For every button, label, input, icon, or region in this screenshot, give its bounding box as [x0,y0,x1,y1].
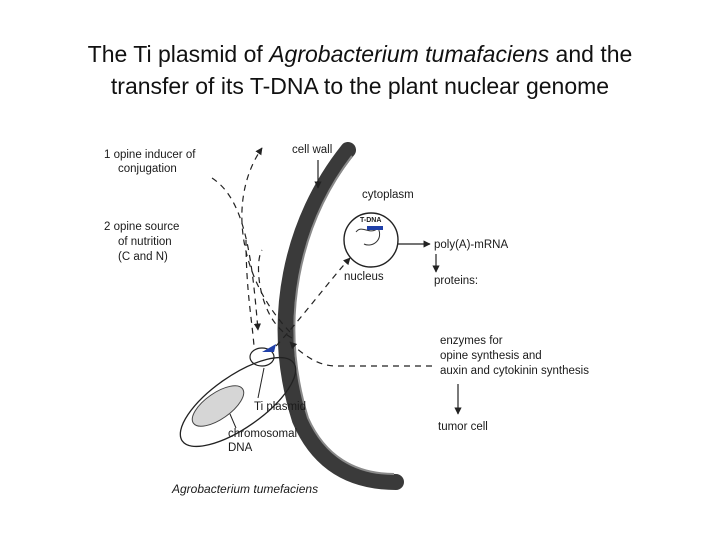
arrow-opine-nutrition [257,249,293,339]
label-tumor-cell: tumor cell [438,421,488,433]
slide-title: The Ti plasmid of Agrobacterium tumafaci… [20,38,700,102]
label-opine-source-3: (C and N) [118,251,168,263]
label-enzymes-2: opine synthesis and [440,350,542,362]
tdna-label: T-DNA [360,217,381,224]
label-opine-inducer-1: 1 opine inducer of [104,149,196,161]
label-proteins: proteins: [434,275,478,287]
title-species: Agrobacterium tumafaciens [269,41,550,67]
cell-wall-inner-line [293,155,395,475]
pointer-chromosomal-dna [229,413,237,429]
arrow-tdna-to-nucleus [275,257,351,347]
label-cell-wall: cell wall [292,144,332,156]
ti-plasmid-circle [249,347,275,367]
label-ti-plasmid: Ti plasmid [254,401,306,413]
title-line1-after: and the [549,41,633,67]
label-opine-source-1: 2 opine source [104,221,179,233]
label-chromosomal-dna-1: chromosomal [228,428,297,440]
label-mrna: poly(A)-mRNA [434,239,508,251]
cell-wall-band [277,142,404,490]
arrow-enzymes-to-bacterium [289,341,432,367]
tdna-insert-mark [367,226,383,230]
chromosomal-dna [191,385,245,427]
label-nucleus: nucleus [344,271,384,283]
arrow-opine-inducer [241,147,291,333]
label-bacterium: Agrobacterium tumefaciens [171,482,318,496]
label-opine-source-2: of nutrition [118,236,172,248]
tdna-transfer-mark [262,344,276,352]
bacterium-cell [179,356,297,448]
pointer-ti-plasmid [257,367,265,399]
nucleus-circle [343,212,399,268]
arrow-nutrition-down [245,239,255,347]
label-enzymes-1: enzymes for [440,335,503,347]
arrow-conjugation-back [211,177,262,331]
label-cytoplasm: cytoplasm [362,189,414,201]
tdna-strand [355,227,380,246]
title-line2: transfer of its T-DNA to the plant nucle… [110,73,610,99]
label-chromosomal-dna-2: DNA [228,442,253,454]
label-opine-inducer-2: conjugation [118,163,177,175]
label-enzymes-3: auxin and cytokinin synthesis [440,365,589,377]
title-line1-before: The Ti plasmid of [87,41,270,67]
